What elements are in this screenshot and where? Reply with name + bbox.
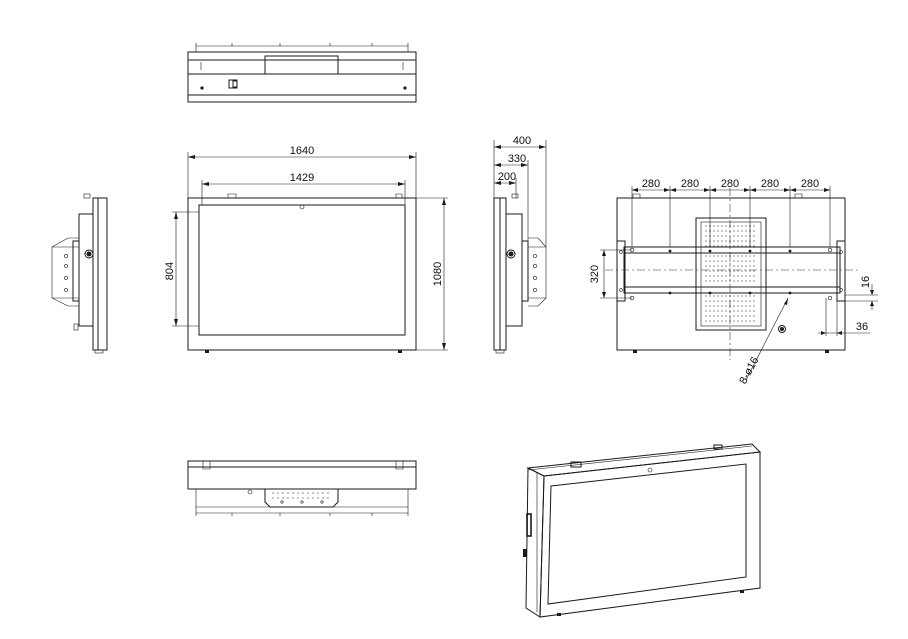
rear-spacing-dimensions: 280 280 280 280 280	[631, 178, 831, 247]
front-height-dimension: 1080	[416, 197, 448, 351]
dimension-280-2: 280	[681, 178, 699, 190]
dimension-400: 400	[513, 135, 531, 147]
dimension-804: 804	[164, 262, 176, 280]
front-inner-height-dimension: 804	[164, 211, 199, 327]
dimension-330: 330	[508, 153, 526, 165]
rear-view	[605, 188, 858, 360]
dimension-36: 36	[856, 321, 868, 333]
dimension-280-5: 280	[801, 178, 819, 190]
dimension-1429: 1429	[290, 172, 314, 184]
front-width-dimension: 1640	[187, 145, 417, 198]
bottom-view	[187, 460, 417, 516]
right-side-view	[493, 193, 547, 354]
dimension-1080: 1080	[432, 262, 444, 286]
dimension-280-3: 280	[721, 178, 739, 190]
front-inner-width-dimension: 1429	[201, 172, 406, 205]
front-view	[187, 193, 417, 353]
callout-8-holes: 8-ø16	[737, 355, 761, 386]
rear-offset-dimensions: 16 36	[818, 276, 878, 336]
bottom-vent-grille	[272, 492, 332, 499]
dimension-320: 320	[589, 265, 601, 283]
dimension-1640: 1640	[290, 145, 314, 157]
dimension-200: 200	[498, 171, 516, 183]
perspective-view	[523, 443, 762, 618]
dimension-16: 16	[860, 276, 872, 288]
dimension-280-4: 280	[761, 178, 779, 190]
dimension-280-1: 280	[642, 178, 660, 190]
rear-vent-grille	[705, 225, 757, 322]
top-view	[187, 43, 417, 103]
side-depth-dimensions: 400 330 200	[493, 135, 547, 247]
left-side-view	[51, 193, 108, 354]
rear-hole-callout: 8-ø16	[737, 297, 789, 386]
rear-rail-gap-dimension: 320	[589, 249, 632, 299]
